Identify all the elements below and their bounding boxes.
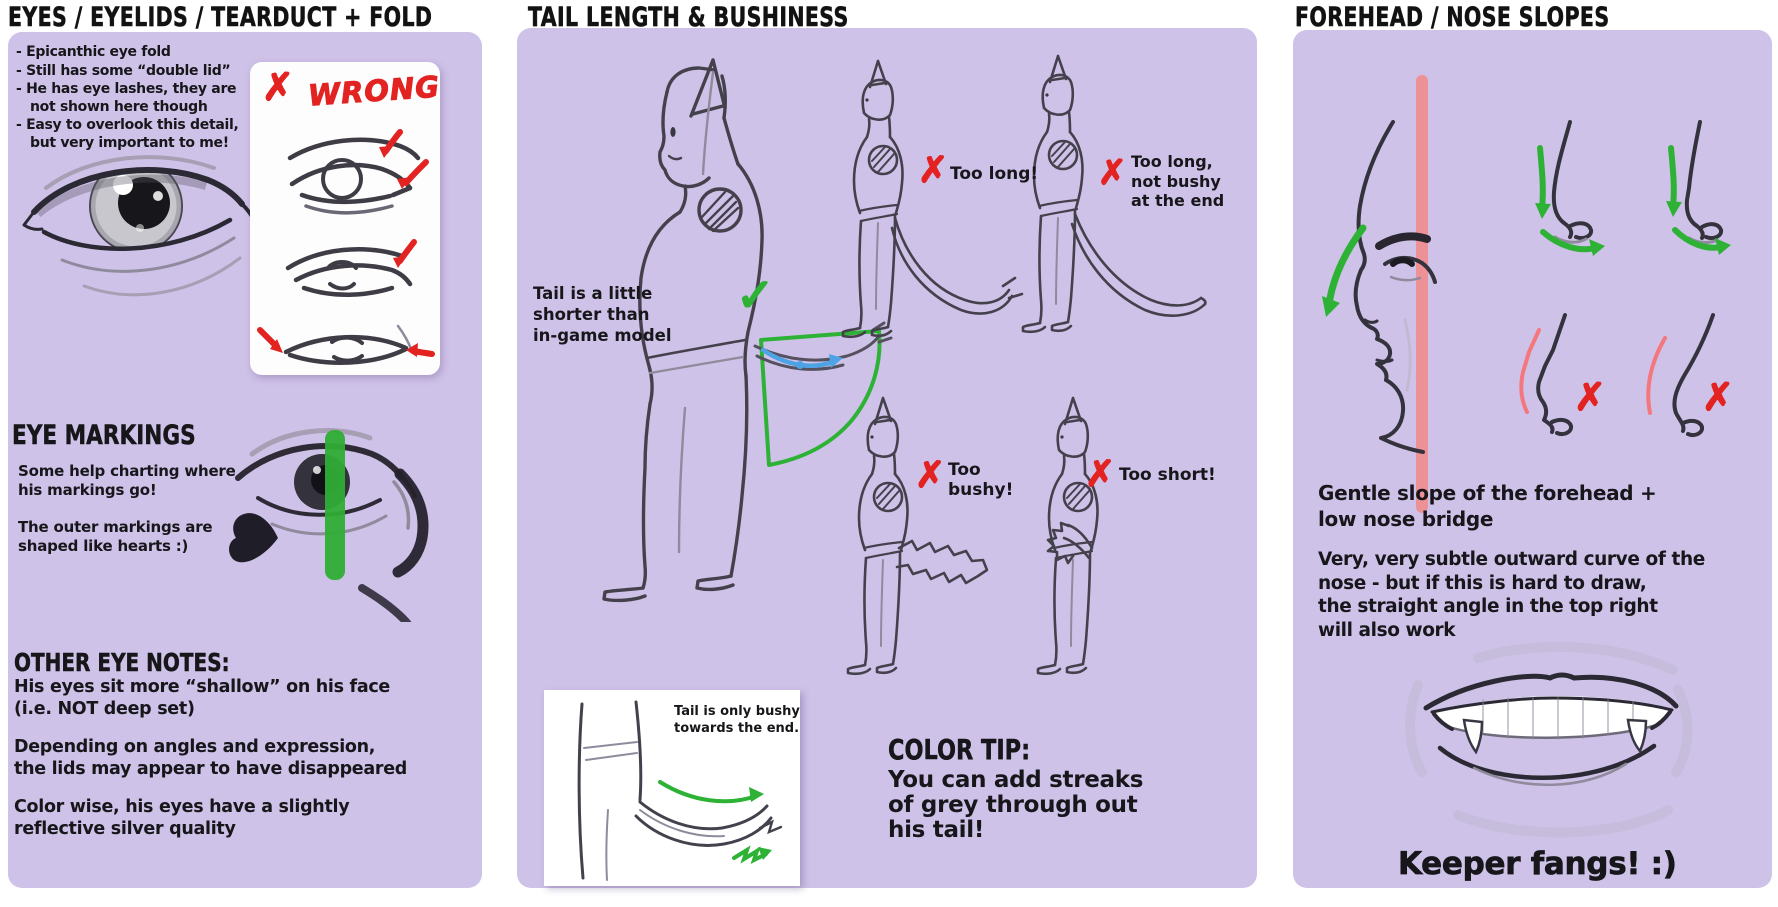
eye-note: - Easy to overlook this detail, but very… (16, 117, 239, 151)
face-sketch (1322, 75, 1731, 838)
label-too-short: Too short! (1119, 465, 1216, 485)
small-figure-too-short (1036, 396, 1099, 676)
eye-markings-sketch (229, 428, 429, 622)
inset-note: Tail is only bushy towards the end. (674, 704, 800, 736)
mouth-sketch (1405, 641, 1693, 838)
x-icon: ✗ (914, 455, 946, 496)
markings-note-1: Some help charting where his markings go… (18, 462, 236, 499)
green-arrow-icons (1535, 145, 1731, 256)
wrong-eye-2 (285, 247, 413, 297)
green-arrow-icon (1322, 224, 1367, 317)
color-tip-heading: COLOR TIP: (888, 733, 1031, 767)
wrong-eyes-sketch (257, 129, 435, 365)
left-fang (1462, 718, 1484, 755)
red-guide-stripe (1416, 75, 1428, 513)
iris-group (35, 172, 208, 251)
x-icon: ✗ (917, 150, 949, 191)
check-icon: ✓ (735, 268, 776, 322)
x-icon: ✗ (1573, 375, 1606, 419)
eye-note: - Still has some “double lid” (16, 62, 231, 79)
panel-face: ✗ ✗ Gentle slope of the forehead + low n… (1293, 30, 1772, 888)
markings-note-2: The outer markings are shaped like heart… (18, 518, 213, 555)
tail-figures-sketch (602, 54, 1207, 676)
other-eye-notes-heading: OTHER EYE NOTES: (14, 648, 230, 678)
tail-too-long-thin (1073, 212, 1203, 307)
right-fang (1626, 718, 1648, 754)
wrong-eye-3 (283, 324, 413, 365)
eye-notes-list: - Epicanthic eye fold - Still has some “… (16, 44, 254, 153)
markings-lines (235, 428, 429, 622)
panel-eyes: - Epicanthic eye fold - Still has some “… (8, 32, 482, 888)
x-icon: ✗ (1097, 153, 1127, 193)
green-zone-outline (759, 329, 882, 467)
panel-title-eyes: EYES / EYELIDS / TEARDUCT + FOLD (8, 2, 433, 34)
tail-too-bushy (895, 539, 989, 585)
x-icon: ✗ (261, 65, 294, 109)
eye-lines (22, 155, 256, 297)
label-too-long-thin: Too long, not bushy at the end (1131, 152, 1225, 210)
profile-face (1353, 120, 1437, 454)
panel-title-face: FOREHEAD / NOSE SLOPES (1295, 2, 1610, 34)
nose-wrong-2 (1646, 313, 1715, 438)
tail-zone-overlay (753, 321, 893, 467)
other-eye-note-3: Color wise, his eyes have a slightly ref… (14, 797, 350, 839)
small-figure-too-long (841, 59, 904, 339)
wrong-eye-1 (287, 137, 421, 215)
red-arrow-icons (257, 129, 435, 357)
heart-marking (229, 513, 278, 563)
color-tip-body: You can add streaks of grey through out … (888, 767, 1144, 843)
eye-markings-heading: EYE MARKINGS (12, 420, 196, 452)
nose-correct-1 (1551, 120, 1594, 244)
small-figure-too-bushy (846, 396, 909, 676)
panel-tail: Tail is a little shorter than in-game mo… (517, 28, 1257, 888)
nose-correct-2 (1684, 120, 1724, 244)
face-note-2: Very, very subtle outward curve of the n… (1318, 549, 1705, 641)
tail-detail-sketch (577, 700, 783, 881)
tail-variants (890, 212, 1207, 585)
main-tail-note: Tail is a little shorter than in-game mo… (533, 284, 672, 345)
x-icon: ✗ (1084, 454, 1116, 495)
face-note-1: Gentle slope of the forehead + low nose … (1318, 481, 1657, 531)
eye-note: - He has eye lashes, they are not shown … (16, 81, 237, 115)
label-too-bushy: Too bushy! (948, 460, 1014, 500)
eye-note: - Epicanthic eye fold (16, 44, 171, 60)
other-eye-note-2: Depending on angles and expression, the … (14, 737, 408, 779)
realistic-eye-sketch (22, 155, 256, 297)
wrong-examples-card: ✗ WRONG (250, 62, 442, 375)
label-too-long: Too long! (950, 164, 1039, 184)
other-eye-note-1: His eyes sit more “shallow” on his face … (14, 677, 391, 719)
fangs-caption: Keeper fangs! :) (1398, 846, 1678, 883)
x-icon: ✗ (1701, 375, 1734, 419)
main-figure-sketch (602, 58, 764, 603)
small-figure-too-long-thin (1021, 54, 1084, 334)
green-guide-stripe (325, 430, 345, 580)
green-arrow-icons (658, 780, 772, 864)
nose-wrong-1 (1519, 313, 1574, 437)
tail-detail-inset: Tail is only bushy towards the end. (544, 690, 800, 886)
tail-too-long (893, 216, 1011, 305)
